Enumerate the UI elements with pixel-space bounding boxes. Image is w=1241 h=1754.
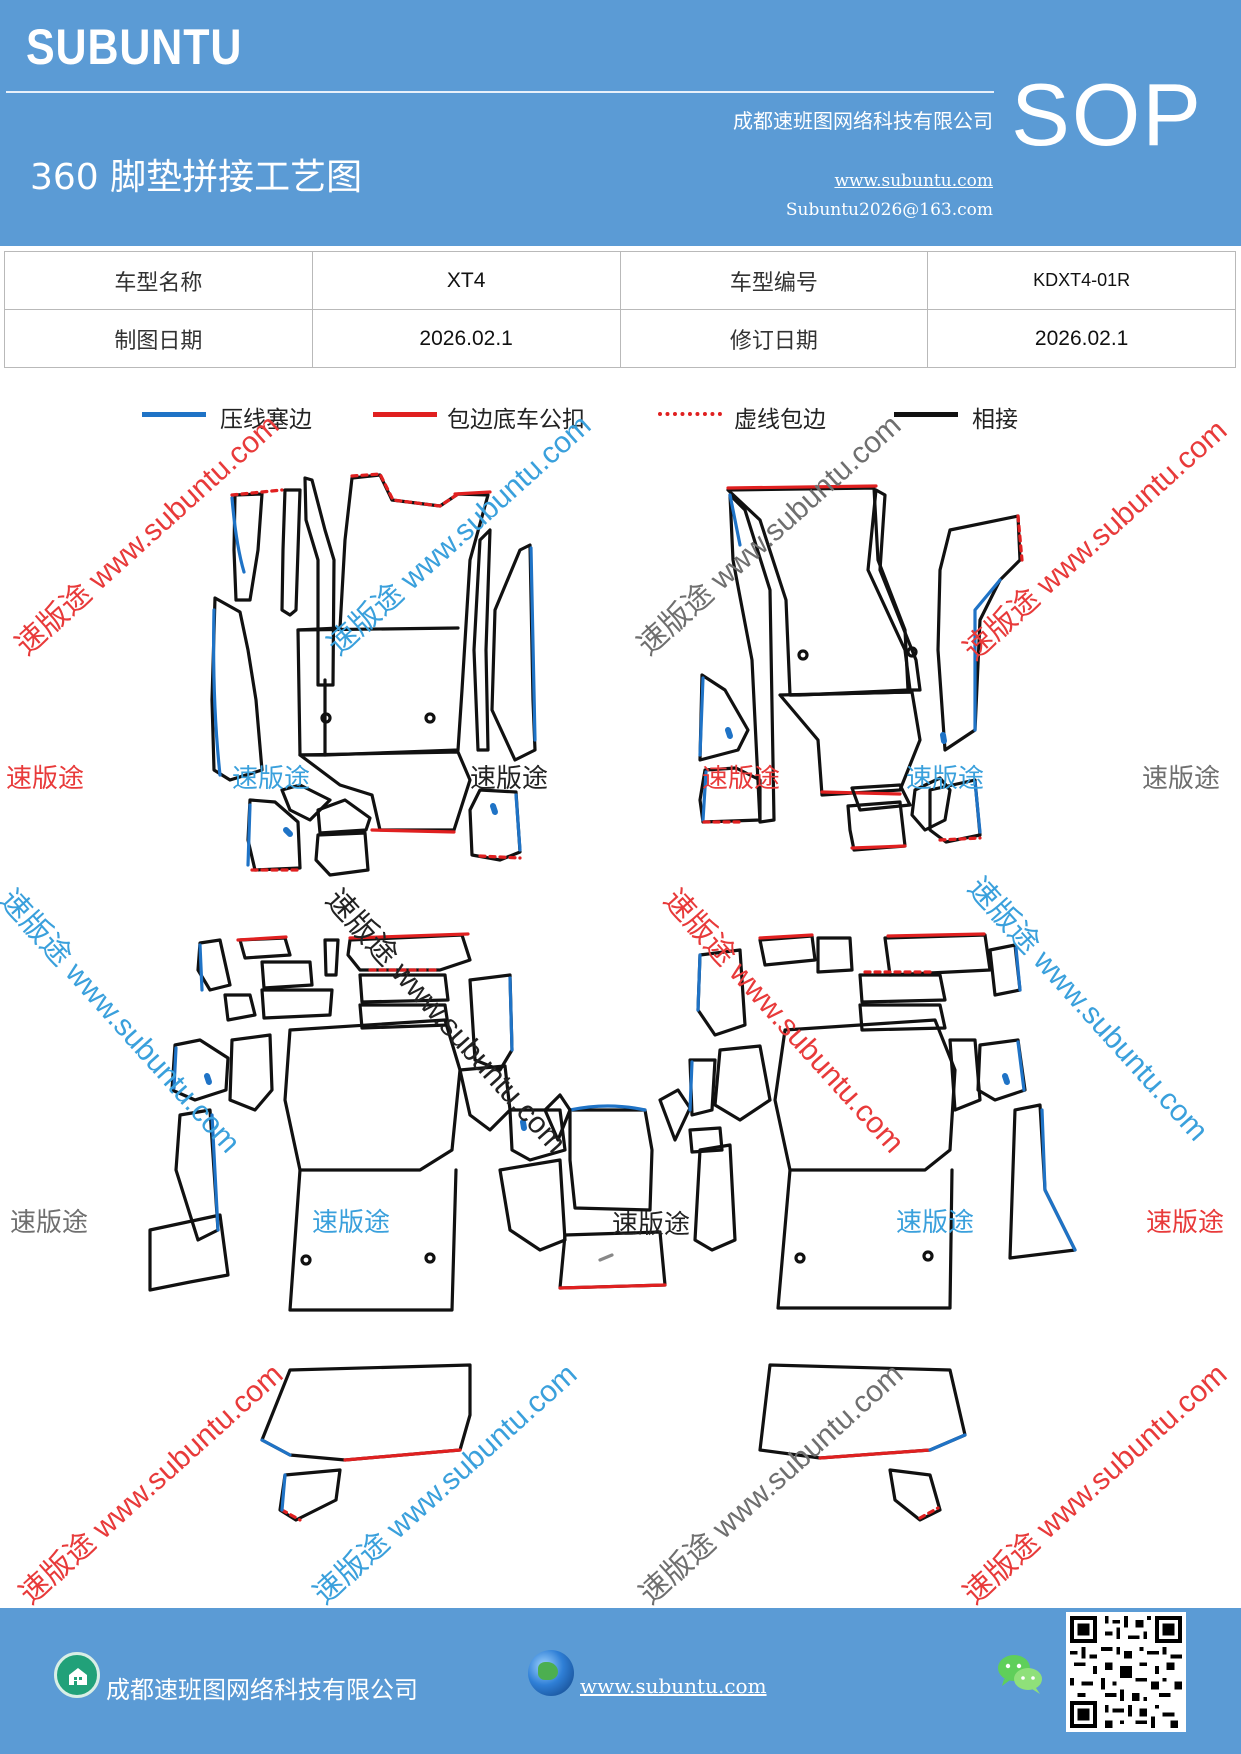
mat-front-right <box>698 484 1024 852</box>
mat-front-left <box>210 472 537 877</box>
legend-label: 相接 <box>972 407 1018 433</box>
model-name-label: 车型名称 <box>4 251 313 310</box>
floor-mat-drawing: .k { stroke: #111; } .b { stroke: #1f73c… <box>0 450 1241 1600</box>
mat-rear-left <box>148 932 567 1522</box>
footer-company: 成都速班图网络科技有限公司 <box>106 1676 418 1704</box>
header-banner: SUBUNTU 成都速班图网络科技有限公司 360 脚垫拼接工艺图 www.su… <box>0 0 1241 246</box>
sop-label: SOP <box>1011 65 1203 164</box>
header-divider <box>6 91 994 93</box>
revise-date-label: 修订日期 <box>619 309 929 368</box>
qr-code <box>1066 1612 1186 1732</box>
model-name-value: XT4 <box>311 251 621 310</box>
mat-rear-right <box>688 932 1077 1522</box>
header-email: Subuntu2026@163.com <box>785 200 993 220</box>
floor-mat-diagram: .k { stroke: #111; } .b { stroke: #1f73c… <box>148 472 1077 1522</box>
brand-logo: SUBUNTU <box>26 19 243 75</box>
table-row: 制图日期 2026.02.1 修订日期 2026.02.1 <box>4 309 1236 368</box>
footer-banner: 成都速班图网络科技有限公司 www.subuntu.com <box>0 1608 1241 1754</box>
header-company: 成都速班图网络科技有限公司 <box>733 109 993 133</box>
legend-label: 包边底车公扣 <box>447 407 585 433</box>
model-code-label: 车型编号 <box>619 251 929 310</box>
mat-rear-middle <box>543 1088 692 1290</box>
header-website-link[interactable]: www.subuntu.com <box>834 171 993 191</box>
footer-website-link[interactable]: www.subuntu.com <box>580 1674 767 1698</box>
model-code-value: KDXT4-01R <box>927 251 1236 310</box>
legend-swatch-blue <box>142 412 206 417</box>
legend-swatch-red <box>373 412 437 417</box>
home-icon <box>54 1652 100 1698</box>
draw-date-value: 2026.02.1 <box>311 309 621 368</box>
wechat-icon <box>996 1652 1044 1696</box>
legend-swatch-black <box>894 412 958 417</box>
draw-date-label: 制图日期 <box>4 309 313 368</box>
legend-swatch-red-dashed <box>658 412 722 416</box>
legend-label: 压线塞边 <box>220 407 312 433</box>
table-row: 车型名称 XT4 车型编号 KDXT4-01R <box>4 251 1236 310</box>
revise-date-value: 2026.02.1 <box>927 309 1236 368</box>
info-table: 车型名称 XT4 车型编号 KDXT4-01R 制图日期 2026.02.1 修… <box>4 251 1236 368</box>
legend-label: 虚线包边 <box>734 407 826 433</box>
globe-icon <box>528 1650 574 1696</box>
legend: 压线塞边 包边底车公扣 虚线包边 相接 <box>0 400 1241 440</box>
document-title: 360 脚垫拼接工艺图 <box>30 157 363 198</box>
